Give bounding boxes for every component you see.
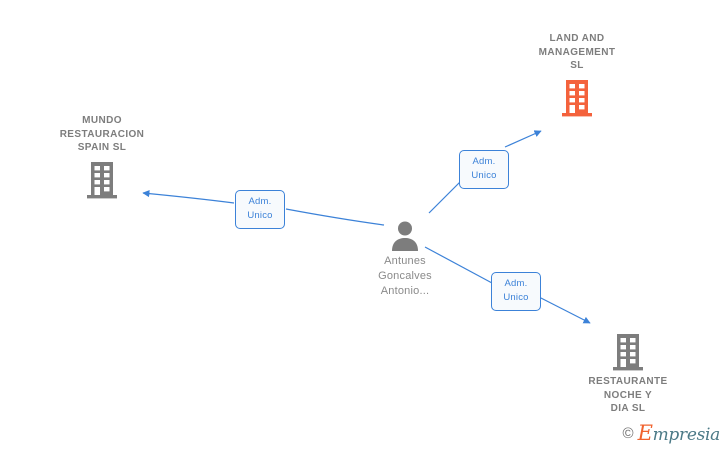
edge-label-adm-unico-mundo-restauracion-spain[interactable]: Adm. Unico	[235, 190, 285, 229]
empresia-watermark: © Empresia	[622, 421, 721, 445]
edge-label-adm-unico-land-and-management[interactable]: Adm. Unico	[459, 150, 509, 189]
graph-node-land-and-management[interactable]: LAND AND MANAGEMENT SL	[497, 32, 657, 117]
building-icon	[87, 161, 117, 198]
graph-node-restaurante-noche-y-dia[interactable]: RESTAURANTE NOCHE Y DIA SL	[548, 333, 708, 416]
person-icon	[392, 221, 418, 251]
node-label-mundo-restauracion-spain: MUNDO RESTAURACION SPAIN SL	[59, 115, 145, 153]
copyright-icon: ©	[622, 425, 634, 442]
graph-node-mundo-restauracion-spain[interactable]: MUNDO RESTAURACION SPAIN SL	[22, 114, 182, 199]
empresia-logo: Empresia	[637, 421, 721, 445]
graph-node-antunes-goncalves-antonio[interactable]: Antunes Goncalves Antonio...	[325, 220, 485, 299]
building-icon	[613, 334, 643, 371]
empresia-logo-initial: E	[637, 421, 653, 445]
node-label-restaurante-noche-y-dia: RESTAURANTE NOCHE Y DIA SL	[588, 376, 668, 414]
edge-label-adm-unico-restaurante-noche-y-dia[interactable]: Adm. Unico	[491, 272, 541, 311]
building-icon	[562, 79, 592, 116]
empresia-logo-text: mpresia	[652, 425, 721, 445]
node-label-antunes-goncalves-antonio: Antunes Goncalves Antonio...	[378, 255, 432, 297]
node-label-land-and-management: LAND AND MANAGEMENT SL	[538, 33, 616, 71]
